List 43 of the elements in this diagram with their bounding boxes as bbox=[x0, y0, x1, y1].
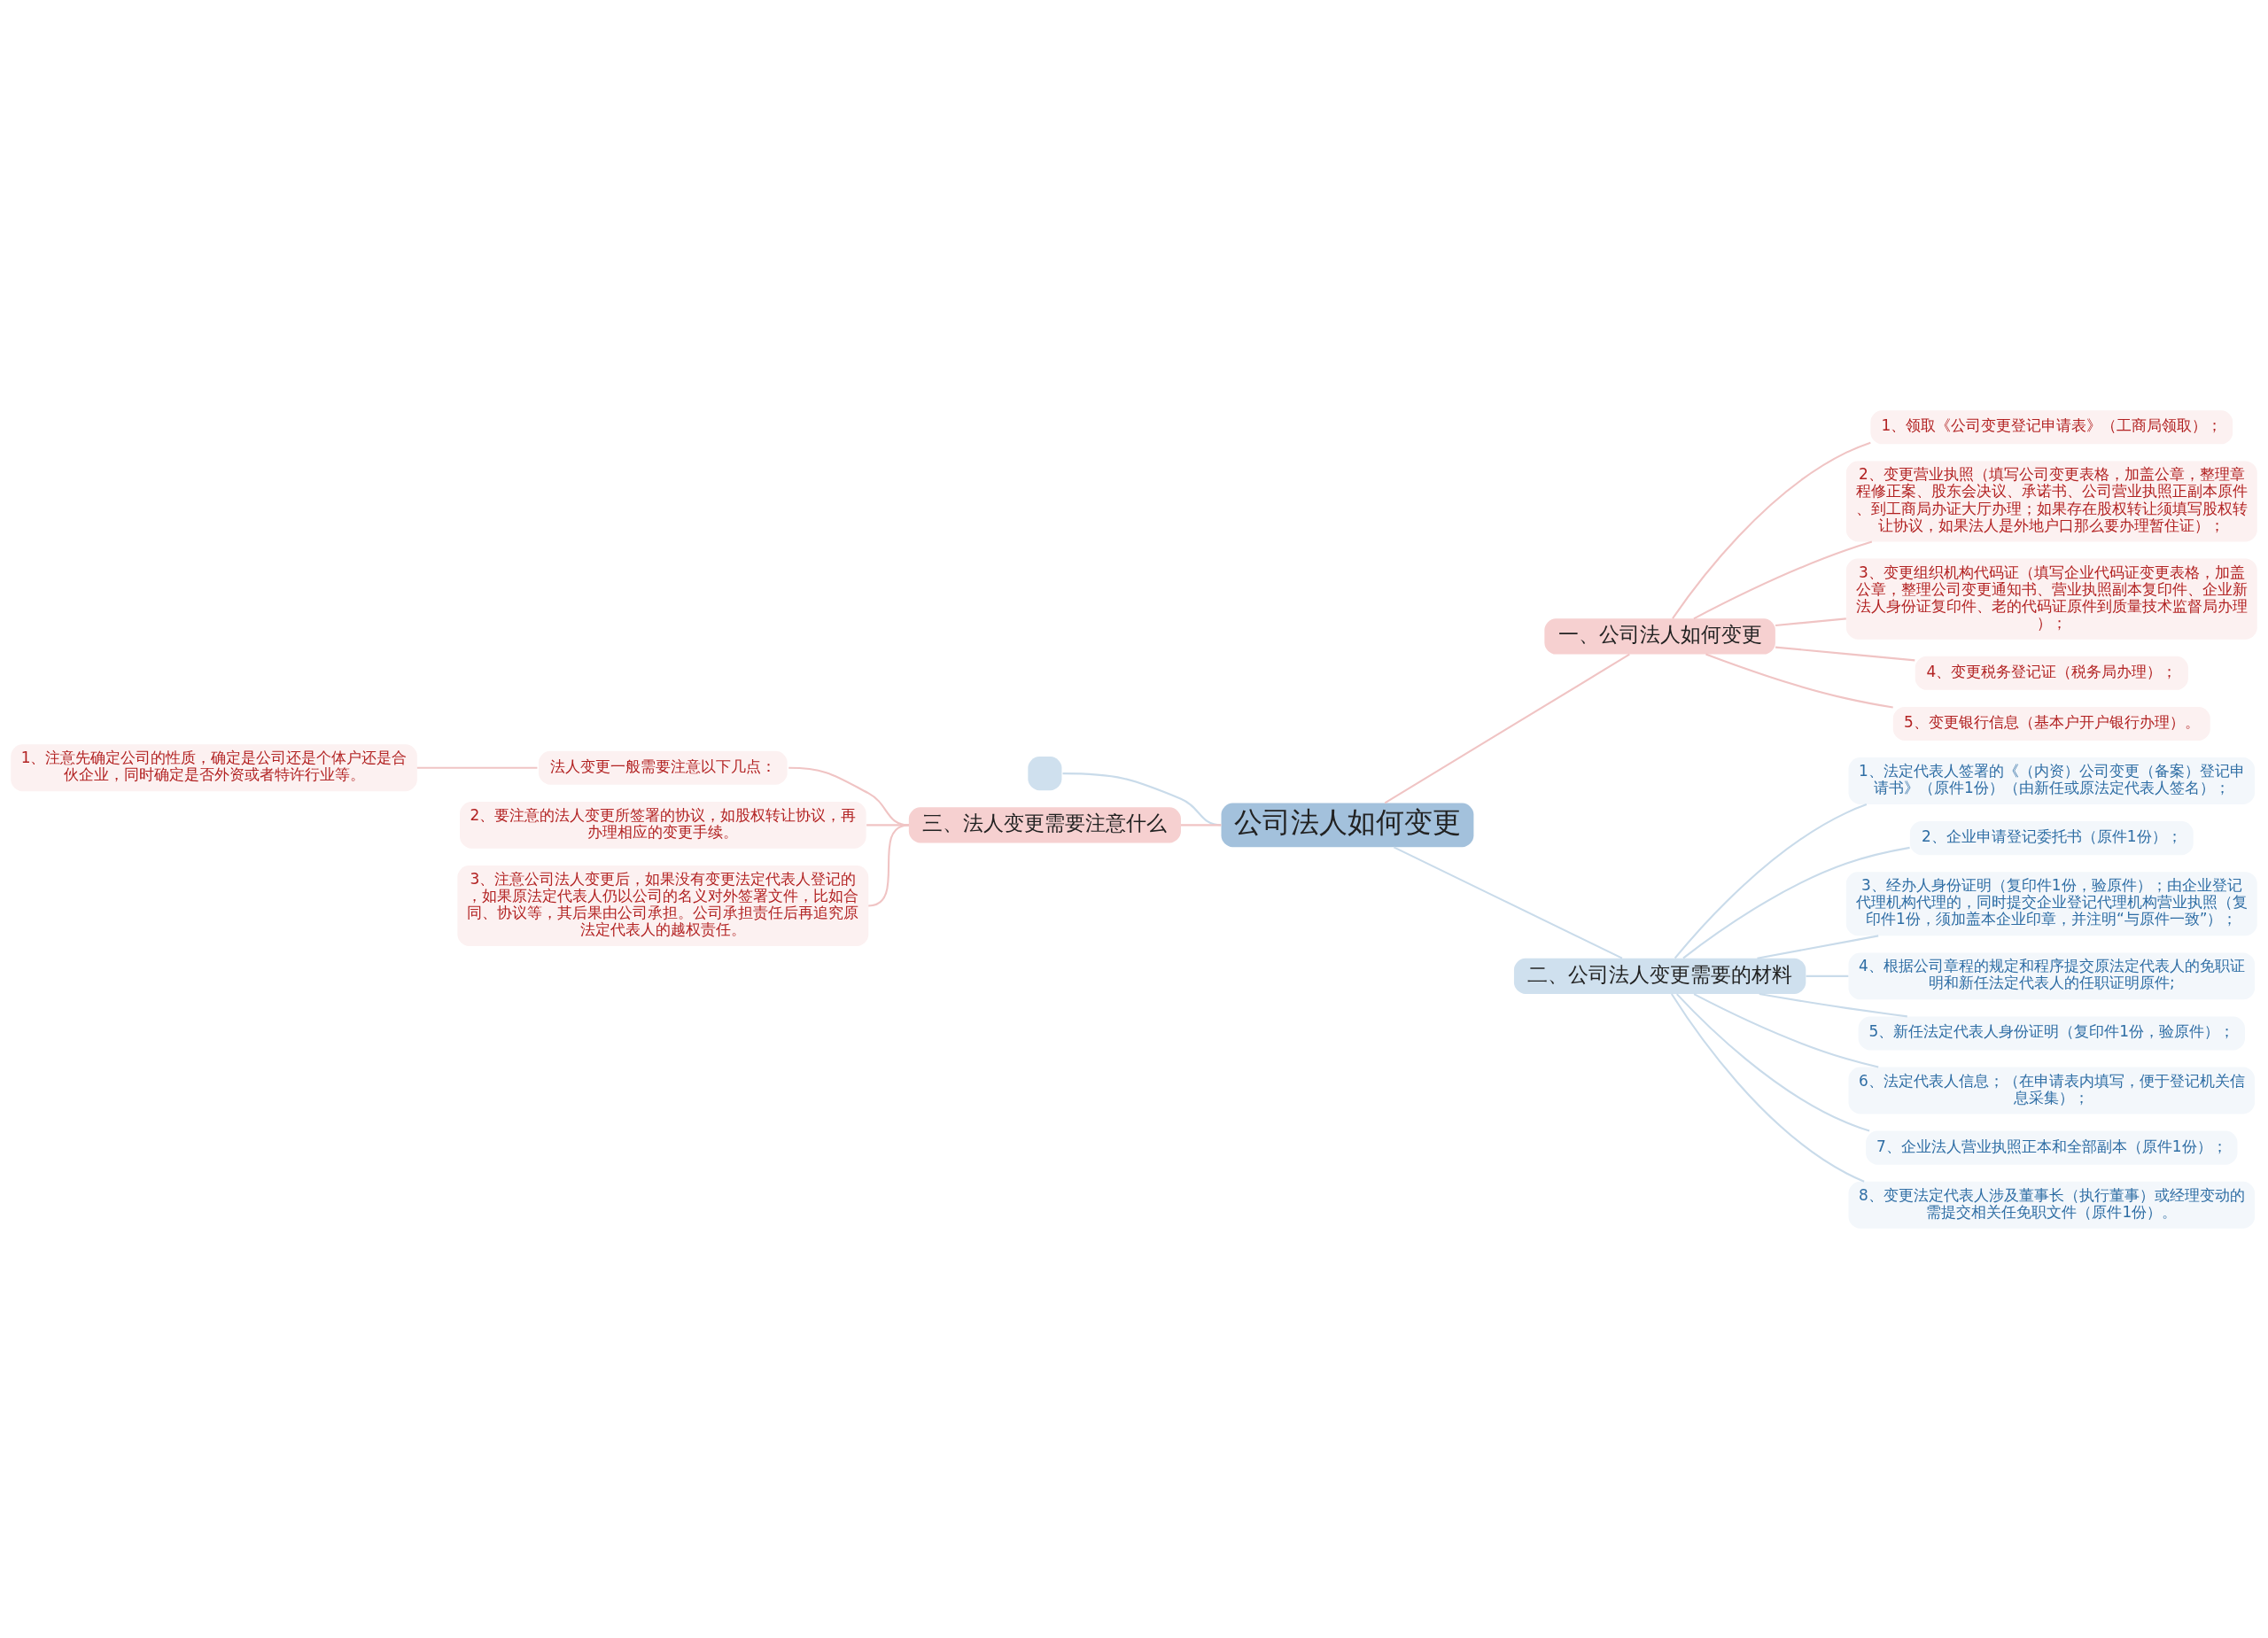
connector bbox=[1676, 992, 1870, 1132]
node-box: 3、变更组织机构代码证（填写企业代码证变更表格，加盖公章，整理公司变更通知书、营业执照副本复印件、企业新法人身份证复印件、老的代码证原件到质量技术监督局办理）； bbox=[1845, 558, 2257, 640]
connector bbox=[1062, 772, 1222, 826]
node-box: 公司法人如何变更 bbox=[1221, 802, 1474, 847]
connector bbox=[416, 766, 538, 769]
connector bbox=[866, 823, 909, 826]
node-box: 5、变更银行信息（基本户开户银行办理）。 bbox=[1892, 706, 2210, 741]
connector bbox=[1759, 992, 1907, 1017]
node-box: 2、要注意的法人变更所签署的协议，如股权转让协议，再办理相应的变更手续。 bbox=[460, 801, 866, 849]
connector bbox=[1775, 646, 1915, 661]
node-box: 5、新任法定代表人身份证明（复印件1份，验原件）； bbox=[1858, 1015, 2245, 1051]
connector bbox=[1384, 653, 1630, 803]
connector bbox=[868, 823, 909, 906]
node-box: 6、法定代表人信息；（在申请表内填写，便于登记机关信息采集）； bbox=[1848, 1067, 2256, 1114]
node-box: 二、公司法人变更需要的材料 bbox=[1513, 958, 1806, 994]
node-box: 8、变更法定代表人涉及董事长（执行董事）或经理变动的需提交相关任免职文件（原件1份）。 bbox=[1848, 1181, 2256, 1229]
node-box bbox=[1028, 756, 1062, 790]
connector bbox=[1757, 934, 1879, 959]
connector bbox=[1693, 540, 1873, 619]
connector bbox=[1672, 441, 1871, 619]
node-box: 3、经办人身份证明（复印件1份，验原件）；由企业登记代理机构代理的，同时提交企业登记代理机构营业执照（复印件1份，须加盖本企业印章，并注明“与原件一致”）； bbox=[1845, 871, 2257, 935]
connector bbox=[1775, 617, 1846, 626]
node-box: 1、法定代表人签署的《（内资）公司变更（备案）登记申请书》（原件1份）（由新任或原法定代表人签名）； bbox=[1848, 757, 2256, 804]
connector bbox=[1674, 803, 1868, 959]
node-box: 7、企业法人营业执照正本和全部副本（原件1份）； bbox=[1866, 1130, 2238, 1165]
node-box: 4、变更税务登记证（税务局办理）； bbox=[1915, 656, 2188, 690]
connector bbox=[1180, 823, 1222, 826]
connector bbox=[788, 766, 909, 826]
connector bbox=[1670, 992, 1865, 1183]
connector bbox=[1705, 653, 1893, 709]
connector bbox=[1693, 992, 1879, 1068]
node-box: 2、企业申请登记委托书（原件1份）； bbox=[1909, 820, 2194, 855]
connector bbox=[1682, 846, 1910, 959]
connector bbox=[1806, 974, 1849, 977]
node-box: 2、变更营业执照（填写公司变更表格，加盖公章，整理章程修正案、股东会决议、承诺书、公司营业执照正副本原件、到工商局办证大厅办理；如果存在股权转让须填写股权转让协议，如果法人是外地户口那么要办理暂住证）； bbox=[1845, 460, 2257, 541]
node-box: 一、公司法人如何变更 bbox=[1544, 617, 1775, 655]
node-box: 1、领取《公司变更登记申请表》（工商局领取）； bbox=[1870, 409, 2233, 444]
node-box: 1、注意先确定公司的性质，确定是公司还是个体户还是合伙企业，同时确定是否外资或者特许行业等。 bbox=[11, 743, 417, 791]
node-box: 法人变更一般需要注意以下几点： bbox=[539, 750, 788, 785]
node-box: 3、注意公司法人变更后，如果没有变更法定代表人登记的，如果原法定代表人仍以公司的名义对外签署文件，比如合同、协议等，其后果由公司承担。公司承担责任后再追究原法定代表人的越权责任。 bbox=[457, 865, 869, 946]
node-box: 4、根据公司章程的规定和程序提交原法定代表人的免职证明和新任法定代表人的任职证明原件; bbox=[1848, 951, 2256, 999]
node-box: 三、法人变更需要注意什么 bbox=[908, 806, 1181, 842]
connector bbox=[1393, 845, 1623, 959]
